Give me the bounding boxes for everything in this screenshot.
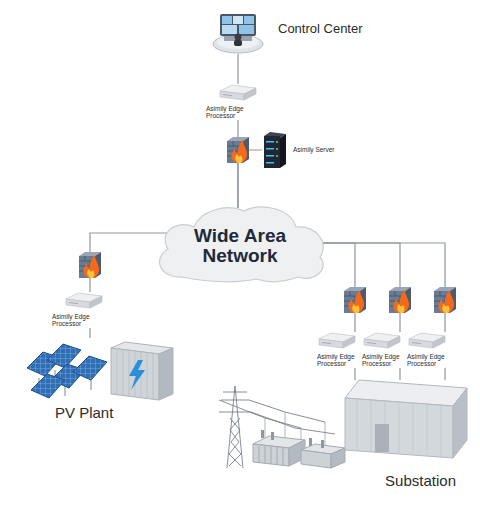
- network-link: [89, 328, 90, 338]
- network-link: [237, 54, 238, 84]
- firewall: [344, 287, 366, 313]
- substation-node: Substation: [205, 378, 470, 490]
- network-link: [320, 243, 445, 332]
- pv-plant-illustration: [25, 338, 175, 402]
- node-label: Asimily Server: [293, 146, 335, 153]
- edge-processor-icon: [317, 332, 357, 350]
- network-link: [399, 368, 400, 380]
- firewall: [434, 287, 456, 313]
- edge-processor-icon: [64, 292, 104, 310]
- edge-processor-node: Asimily Edge Processor: [362, 332, 408, 368]
- node-label: Asimily Edge Processor: [52, 313, 112, 328]
- network-link: [354, 368, 355, 380]
- firewall: [389, 287, 411, 313]
- edge-processor-node: Asimily Edge Processor: [317, 332, 363, 368]
- control-center-icon: [212, 4, 264, 54]
- node-label: Asimily Edge Processor: [362, 353, 408, 368]
- network-link: [444, 368, 445, 380]
- node-label: Asimily Edge Processor: [317, 353, 363, 368]
- edge-processor-node: Asimily Edge Processor: [206, 84, 270, 120]
- pv-plant-node: PV Plant: [25, 338, 175, 422]
- node-label: Control Center: [278, 21, 363, 37]
- edge-processor-icon: [407, 332, 447, 350]
- firewall: [227, 137, 249, 163]
- network-link: [90, 233, 168, 292]
- server-icon: [262, 132, 288, 168]
- edge-processor-icon: [218, 84, 258, 102]
- network-link: [320, 243, 400, 332]
- network-cloud: Wide Area Network: [150, 203, 330, 283]
- control-center-node: Control Center: [212, 4, 363, 54]
- server-node: Asimily Server: [262, 132, 335, 168]
- node-label: Asimily Edge Processor: [407, 353, 453, 368]
- node-label: Substation: [205, 472, 470, 490]
- edge-processor-node: Asimily Edge Processor: [407, 332, 453, 368]
- edge-processor-icon: [362, 332, 402, 350]
- edge-processor-node: Asimily Edge Processor: [52, 292, 112, 328]
- firewall: [79, 252, 101, 278]
- node-label: PV Plant: [55, 404, 175, 422]
- node-label: Asimily Edge Processor: [206, 105, 270, 120]
- node-label: Wide Area Network: [180, 226, 300, 266]
- substation-illustration: [205, 378, 470, 470]
